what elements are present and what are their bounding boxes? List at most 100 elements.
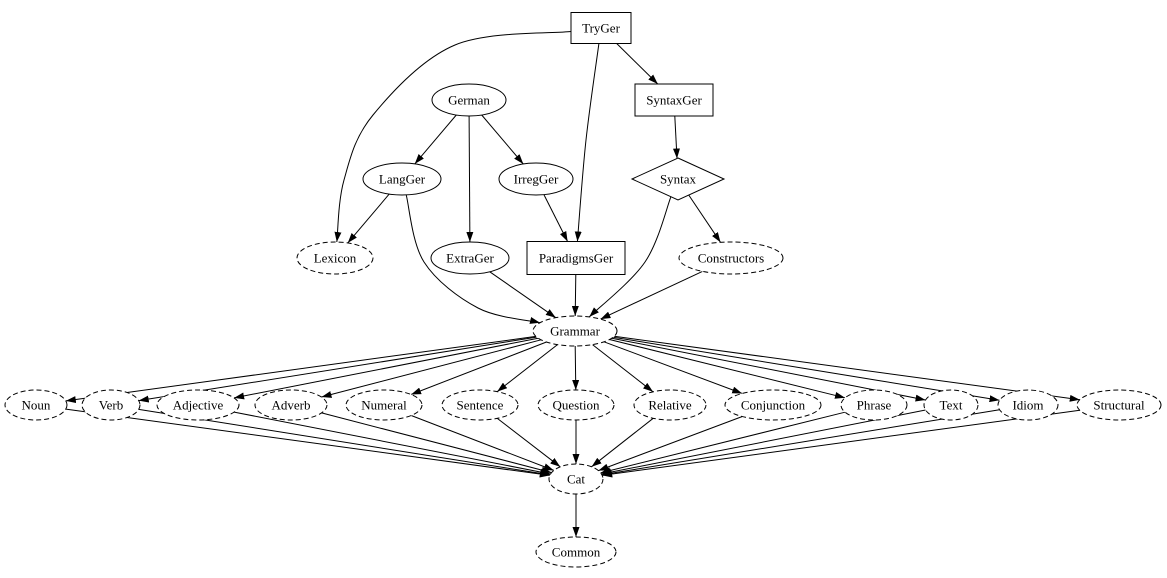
ellipse-shape [548,463,604,495]
edge-langger-grammar [405,194,541,324]
ellipse-shape [997,389,1059,421]
node-label-extrager: ExtraGer [446,251,494,266]
node-cat: Cat [548,463,604,495]
edge-extrager-grammar [489,271,557,319]
edge-tryger-paradigmsger [574,43,600,242]
ellipse-shape [537,389,615,421]
edge-langger-lexicon [347,193,390,244]
edge-grammar-phrase [609,339,846,399]
node-label-cat: Cat [567,472,585,487]
node-adjective: Adjective [156,389,240,421]
edge-grammar-conjunction [603,341,743,394]
ellipse-shape [633,389,707,421]
ellipse-shape [430,241,510,275]
ellipse-shape [4,389,68,421]
node-paradigmsger: ParadigmsGer [526,241,626,275]
rect-shape [570,12,632,44]
node-label-constructors: Constructors [698,251,764,266]
edge-grammar-relative [592,344,654,393]
ellipse-shape [840,389,908,421]
edge-grammar-noun [65,335,536,404]
edge-verb-cat [138,408,551,477]
node-label-phrase: Phrase [857,398,892,413]
node-label-german: German [448,93,490,108]
node-label-relative: Relative [648,398,692,413]
edge-tryger-syntaxger [616,43,659,85]
node-syntaxger: SyntaxGer [634,83,714,117]
node-label-verb: Verb [99,398,124,413]
diamond-shape [630,157,726,201]
edges-layer [65,31,1080,537]
ellipse-shape [296,241,374,275]
node-label-adverb: Adverb [272,398,311,413]
node-label-noun: Noun [22,398,51,413]
node-label-grammar: Grammar [550,324,600,339]
edge-numeral-cat [411,415,554,471]
edge-irregger-paradigmsger [543,194,569,242]
node-numeral: Numeral [345,389,423,421]
node-idiom: Idiom [997,389,1059,421]
edge-syntax-constructors [688,194,721,243]
ellipse-shape [81,389,141,421]
ellipse-shape [498,162,574,196]
node-sentence: Sentence [441,389,519,421]
node-verb: Verb [81,389,141,421]
node-syntax: Syntax [630,157,726,201]
node-label-question: Question [553,398,600,413]
node-german: German [431,83,507,117]
node-label-structural: Structural [1093,398,1145,413]
edge-grammar-structural [614,335,1080,402]
edge-grammar-adjective [234,337,539,400]
node-label-syntax: Syntax [660,172,697,187]
edge-grammar-adverb [321,339,542,398]
edge-german-irregger [481,114,524,165]
rect-shape [634,83,714,117]
node-label-text: Text [940,398,963,413]
edge-sentence-cat [496,418,561,468]
node-label-idiom: Idiom [1012,398,1043,413]
ellipse-shape [724,389,822,421]
node-adverb: Adverb [254,389,328,421]
ellipse-shape [345,389,423,421]
edge-grammar-question [572,345,580,391]
node-constructors: Constructors [678,241,784,275]
node-relative: Relative [633,389,707,421]
edge-structural-cat [602,409,1080,478]
node-noun: Noun [4,389,68,421]
node-label-langger: LangGer [379,172,426,187]
edge-text-cat [601,409,926,476]
edge-idiom-cat [601,409,1000,477]
rect-shape [526,241,626,275]
ellipse-shape [362,162,442,196]
ellipse-shape [678,241,784,275]
node-label-lexicon: Lexicon [314,251,357,266]
edge-constructors-grammar [600,270,703,320]
edge-german-extrager [466,115,474,243]
edge-grammar-sentence [496,344,558,392]
edge-german-langger [414,114,457,165]
node-grammar: Grammar [532,315,618,347]
node-conjunction: Conjunction [724,389,822,421]
edge-syntaxger-syntax [672,115,680,159]
node-label-paradigmsger: ParadigmsGer [539,251,614,266]
ellipse-shape [431,83,507,117]
edge-adjective-cat [234,411,551,476]
edge-noun-cat [65,408,550,478]
ellipse-shape [532,315,618,347]
node-label-tryger: TryGer [582,21,620,36]
edge-paradigmsger-grammar [571,274,579,317]
edge-grammar-idiom [613,336,1000,403]
node-label-adjective: Adjective [173,398,224,413]
node-irregger: IrregGer [498,162,574,196]
ellipse-shape [254,389,328,421]
ellipse-shape [441,389,519,421]
node-label-sentence: Sentence [457,398,504,413]
node-label-conjunction: Conjunction [741,398,806,413]
node-label-irregger: IrregGer [514,172,559,187]
node-label-common: Common [552,545,601,560]
ellipse-shape [535,536,617,568]
ellipse-shape [156,389,240,421]
